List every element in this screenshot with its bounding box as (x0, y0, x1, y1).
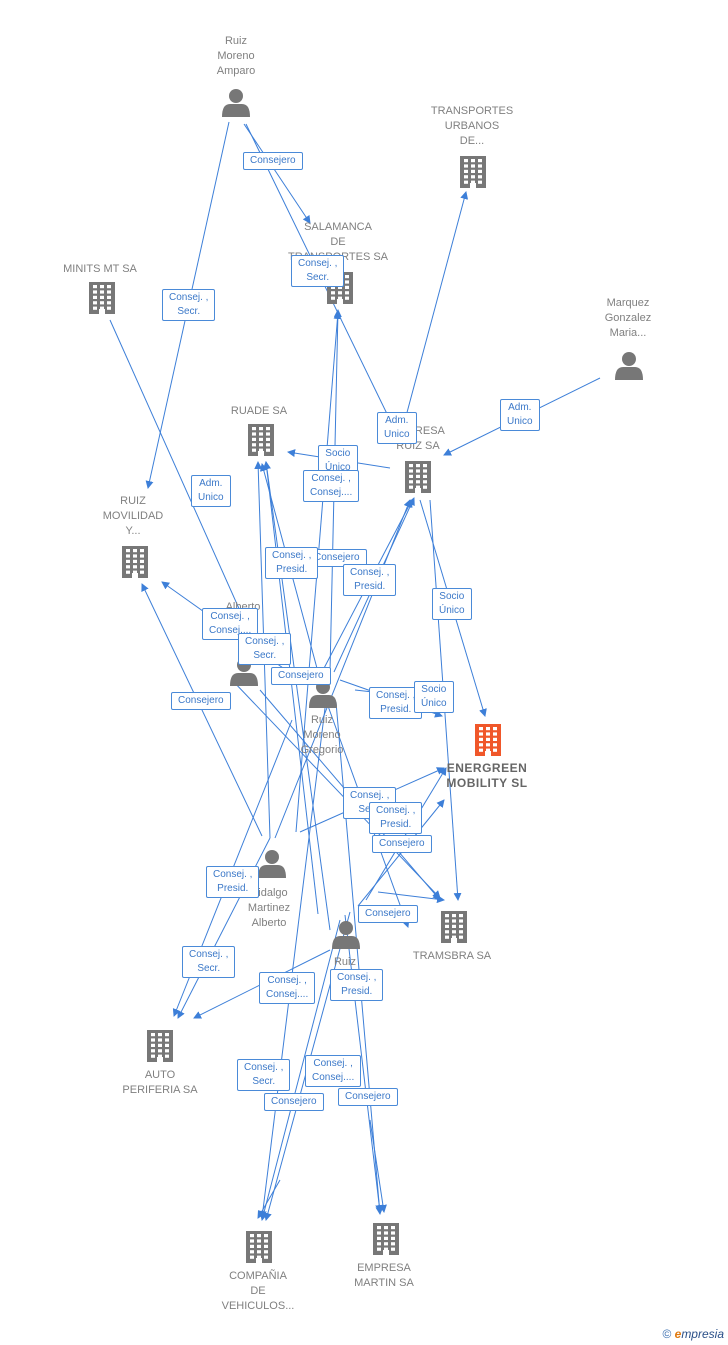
edge-line (262, 461, 331, 931)
node-label-minits[interactable]: MINITS MT SA (63, 263, 137, 275)
building-icon[interactable] (246, 1231, 272, 1263)
node-label-hidalgo[interactable]: Hidalgo Martinez Alberto (247, 887, 291, 929)
building-icon[interactable] (147, 1030, 173, 1062)
edge-line (141, 583, 263, 837)
edge-role-label[interactable]: Consej. , Consej.... (305, 1055, 362, 1087)
node-label-empresa-ruiz[interactable]: EMPRESA RUIZ SA (391, 425, 445, 452)
edge-role-label[interactable]: Consej. , Secr. (182, 946, 236, 978)
edge-line (262, 461, 319, 915)
edge-line (369, 1119, 387, 1213)
edge-role-label[interactable]: Consejero (171, 692, 231, 710)
edge-role-label[interactable]: Consej. , Secr. (291, 255, 345, 287)
edge-role-label[interactable]: Consej. , Presid. (330, 969, 384, 1001)
edge-role-label[interactable]: Socio Único (414, 681, 454, 713)
building-icon[interactable] (460, 156, 486, 188)
edge-role-label[interactable]: Consejero (372, 835, 432, 853)
building-icon[interactable] (475, 724, 501, 756)
edge-line (109, 319, 263, 661)
node-label-marquez[interactable]: Marquez Gonzalez Maria... (604, 297, 652, 339)
edge-role-label[interactable]: Consejero (338, 1088, 398, 1106)
edge-line (344, 914, 384, 1213)
empresia-logo-text: mpresia (681, 1327, 724, 1341)
edge-role-label[interactable]: Consejero (264, 1093, 324, 1111)
edge-role-label[interactable]: Socio Único (432, 588, 472, 620)
building-icon[interactable] (441, 911, 467, 943)
person-icon[interactable] (222, 89, 250, 117)
edge-line (257, 1179, 281, 1219)
edge-line (365, 767, 447, 901)
edge-role-label[interactable]: Consej. , Presid. (343, 564, 397, 596)
edge-role-label[interactable]: Consej. , Presid. (369, 802, 423, 834)
edge-role-label[interactable]: Consej. , Presid. (369, 687, 423, 719)
building-icon[interactable] (373, 1223, 399, 1255)
node-label-ruiz-amparo[interactable]: Ruiz Moreno Amparo (216, 35, 256, 77)
edge-line (243, 123, 311, 224)
edge-role-label[interactable]: Adm. Unico (500, 399, 540, 431)
edge-line (259, 919, 341, 1221)
edge-role-label[interactable]: Adm. Unico (377, 412, 417, 444)
edge-role-label[interactable]: Consej. , Presid. (265, 547, 319, 579)
edge-line (258, 699, 327, 1219)
empresia-footer: © empresia (662, 1327, 724, 1341)
node-label-empresa-martin[interactable]: EMPRESA MARTIN SA (354, 1262, 414, 1289)
building-icon[interactable] (405, 461, 431, 493)
edge-role-label[interactable]: Consej. , Presid. (206, 866, 260, 898)
edge-role-label[interactable]: Adm. Unico (191, 475, 231, 507)
building-icon[interactable] (89, 282, 115, 314)
person-icon[interactable] (332, 921, 360, 949)
edge-line (231, 679, 441, 899)
edge-role-label[interactable]: Consej. , Secr. (162, 289, 216, 321)
node-label-auto-periferia[interactable]: AUTO PERIFERIA SA (122, 1069, 198, 1096)
building-icon[interactable] (122, 546, 148, 578)
edge-line (404, 191, 469, 421)
edge-line (274, 499, 412, 839)
edge-role-label[interactable]: Consejero (271, 667, 331, 685)
edge-role-label[interactable]: Consejero (358, 905, 418, 923)
node-label-compania[interactable]: COMPAÑIA DE VEHICULOS... (221, 1270, 295, 1312)
node-label-transportes-urbanos[interactable]: TRANSPORTES URBANOS DE... (430, 105, 514, 147)
edge-role-label[interactable]: Consej. , Consej.... (259, 972, 316, 1004)
person-icon[interactable] (258, 850, 286, 878)
node-label-ruade[interactable]: RUADE SA (230, 405, 288, 417)
copyright-symbol: © (662, 1327, 672, 1341)
node-label-ruiz-movilidad[interactable]: RUIZ MOVILIDAD Y... (102, 495, 164, 537)
edge-line (357, 799, 445, 907)
edge-role-label[interactable]: Consej. , Secr. (238, 633, 292, 665)
node-label-energreen[interactable]: ENERGREEN MOBILITY SL (446, 761, 528, 790)
person-icon[interactable] (615, 352, 643, 380)
edge-role-label[interactable]: Consejero (243, 152, 303, 170)
edge-role-label[interactable]: Consej. , Consej.... (303, 470, 360, 502)
node-label-tramsbra[interactable]: TRAMSBRA SA (412, 950, 492, 962)
node-label-ruiz-gregorio[interactable]: Ruiz Moreno Gregorio (300, 714, 344, 756)
node-icons (89, 89, 643, 1263)
edge-role-label[interactable]: Consej. , Secr. (237, 1059, 291, 1091)
empresia-logo-initial: e (674, 1327, 682, 1341)
building-icon[interactable] (248, 424, 274, 456)
